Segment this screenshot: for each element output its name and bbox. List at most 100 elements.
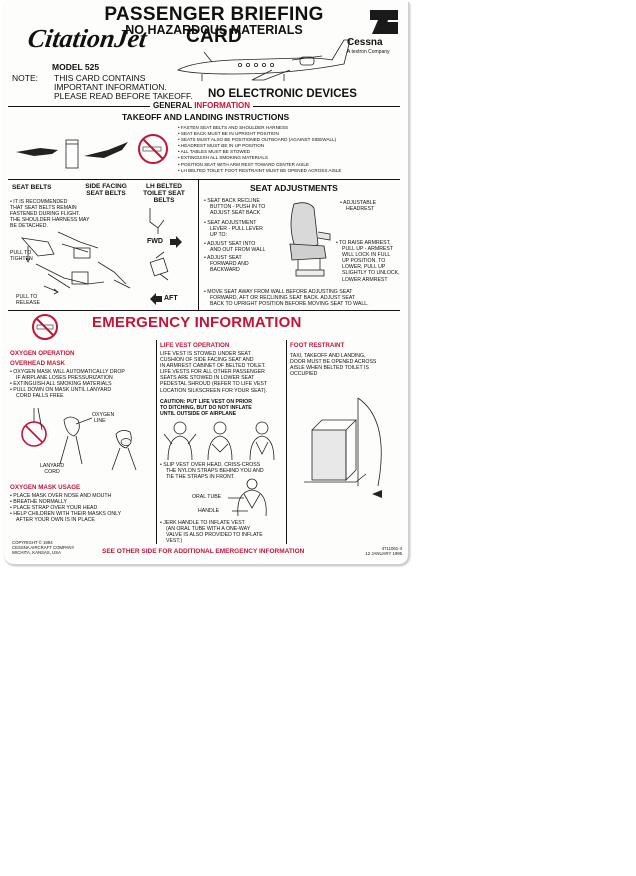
divider [286, 340, 287, 544]
list-item: SEAT BACK MUST BE IN UPRIGHT POSITION [178, 131, 341, 137]
text-line: BUTTON - PUSH IN TO [210, 204, 266, 211]
no-smoking-icon [138, 134, 168, 164]
no-electronic-devices-warning: NO ELECTRONIC DEVICES [208, 88, 357, 100]
headrest-label: • ADJUSTABLE HEADREST [340, 200, 377, 213]
oral-tube-label: ORAL TUBE [192, 494, 222, 500]
foot-restraint-illustration [304, 397, 382, 498]
general-label-part: GENERAL [153, 101, 192, 110]
text-line: PULL TO [16, 294, 38, 300]
text-line: OCCUPIED [290, 371, 318, 378]
brand-logo: CitationJet [26, 24, 149, 53]
text-line: LANYARD [40, 463, 65, 469]
life-vest-text: LIFE VEST IS STOWED UNDER SEAT CUSHION O… [160, 351, 286, 394]
text-line: FORWARD AND [210, 260, 249, 267]
text-line: COPYRIGHT © 1994 [12, 540, 53, 545]
text-line: (AN ORAL TUBE WITH A ONE-WAY [166, 526, 251, 533]
lh-belted-toilet-heading: LH BELTED TOILET SEAT BELTS [143, 183, 185, 204]
emergency-title: EMERGENCY INFORMATION [92, 314, 302, 331]
text-line: AND OUT FROM WALL [210, 246, 266, 253]
text-line: AFTER YOUR OWN IS IN PLACE [16, 517, 95, 524]
text-line: LIFE VESTS FOR ALL OTHER PASSENGER [160, 369, 265, 376]
text-line: PULL DOWN ON MASK UNTIL LANYARD [13, 387, 112, 394]
oxygen-mask-illustration [21, 407, 137, 471]
life-vest-jerk-instructions: • JERK HANDLE TO INFLATE VEST (AN ORAL T… [160, 520, 286, 544]
text-line: FORWARD, AFT OR RECLINING SEAT BACK. ADJ… [210, 295, 356, 302]
text-line: IT IS RECOMMENDED [13, 199, 68, 205]
text-line: SEATS ARE STOWED IN LOWER SEAT [160, 375, 255, 382]
overhead-mask-heading: OVERHEAD MASK [10, 360, 66, 367]
text-line: TO RAISE ARMREST, [339, 240, 391, 246]
takeoff-instructions-list: FASTEN SEAT BELTS AND SHOULDER HARNESS S… [178, 125, 342, 174]
text-line: CORD [44, 469, 60, 476]
text-line: PEDESTAL SHROUD (REFER TO LIFE VEST [160, 381, 268, 388]
text-line: THE NYLON STRAPS BEHIND YOU AND [166, 468, 264, 475]
revision-date: 12 JANUARY 1995 [365, 551, 402, 556]
list-item: ALL TABLES MUST BE STOWED [178, 149, 341, 155]
text-line: LOCATION SILKSCREEN FOR YOUR SEAT). [160, 387, 267, 394]
arrow-right-icon [170, 236, 182, 248]
handle-label: HANDLE [198, 508, 220, 514]
text-line: OXYGEN MASK WILL AUTOMATICALLY DROP [13, 369, 125, 375]
text-line: RELEASE [16, 300, 40, 307]
seat-illustration [289, 202, 331, 277]
text-line: FASTENED DURING FLIGHT. [10, 211, 81, 218]
list-item: LH BELTED TOILET: FOOT RESTRAINT MUST BE… [178, 168, 342, 174]
text-line: UP TO: [210, 232, 228, 239]
toilet-belt-illustration [149, 208, 169, 281]
fwd-label: FWD [147, 238, 163, 245]
life-vest-slip-instructions: • SLIP VEST OVER HEAD, CRISS-CROSS THE N… [160, 462, 286, 480]
text-line: WICHITA, KANSAS, USA [12, 550, 61, 555]
part-number-block: 4711061-4 12 JANUARY 1995 [354, 546, 402, 556]
text-line: BREATHE NORMALLY [13, 499, 67, 506]
card-title: PASSENGER BRIEFING CARD [104, 4, 324, 47]
text-line: CAUTION: PUT LIFE VEST ON PRIOR [160, 399, 252, 405]
text-line: WILL LOCK IN FULL [342, 252, 391, 259]
aft-label: AFT [164, 295, 178, 302]
armrest-instructions: • TO RAISE ARMREST, PULL UP - ARMREST WI… [336, 240, 400, 283]
note-line: PLEASE READ BEFORE TAKEOFF. [54, 91, 193, 101]
briefing-card: PASSENGER BRIEFING CARD NO HAZARDOUS MAT… [4, 2, 409, 565]
text-line: HELP CHILDREN WITH THEIR MASKS ONLY [13, 511, 122, 518]
text-line: LEVER - PULL LEVER [210, 226, 263, 233]
note-label: NOTE: [12, 73, 38, 83]
cessna-logo-icon [370, 10, 398, 34]
text-line: LOWER, PULL UP [342, 264, 386, 271]
oxygen-line-label: OXYGEN LINE [92, 412, 114, 424]
life-vest-inflated-illustration [228, 478, 267, 517]
list-item: SEATS MUST ALSO BE POSITIONED OUTBOARD (… [178, 137, 341, 143]
text-line: ADJUSTABLE [342, 200, 377, 206]
general-info-label: GENERAL INFORMATION [150, 101, 254, 110]
card-subtitle: NO HAZARDOUS MATERIALS [125, 23, 303, 37]
life-vest-donning-illustration [163, 421, 275, 461]
text-line: ADJUST SEAT [206, 254, 242, 261]
text-line: IF AIRPLANE LOSES PRESSURIZATION [16, 375, 113, 382]
seat-adjustments-heading: SEAT ADJUSTMENTS [250, 183, 338, 193]
text-line: SLIGHTLY TO UNLOCK, [342, 270, 400, 277]
manufacturer-tagline: A textron Company [347, 49, 390, 55]
text-line: AISLE WHEN BELTED TOILET IS [290, 365, 369, 372]
list-item: POSITION SEAT WITH ARM REST TOWARD CENTE… [178, 162, 341, 168]
oxygen-operation-heading: OXYGEN OPERATION [10, 350, 75, 357]
pull-to-release-label: PULL TO RELEASE [16, 294, 40, 306]
list-item: EXTINGUISH ALL SMOKING MATERIALS [178, 155, 341, 161]
text-line: LIFE VEST IS STOWED UNDER SEAT [160, 351, 251, 357]
takeoff-landing-icon [16, 139, 128, 169]
text-line: CUSHION OF SIDE FACING SEAT AND [160, 357, 254, 364]
list-item: HEADREST MUST BE IN UP POSITION [178, 143, 341, 149]
text-line: PLACE MASK OVER NOSE AND MOUTH [13, 493, 112, 499]
text-line: TO DITCHING, BUT DO NOT INFLATE [160, 405, 252, 412]
oxygen-instructions: • OXYGEN MASK WILL AUTOMATICALLY DROP IF… [10, 369, 154, 399]
text-line: LINE [94, 418, 106, 425]
text-line: TIGHTEN [10, 256, 33, 263]
move-seat-note: • MOVE SEAT AWAY FROM WALL BEFORE ADJUST… [204, 289, 369, 308]
text-line: PULL TO [10, 250, 32, 256]
life-vest-caution: CAUTION: PUT LIFE VEST ON PRIOR TO DITCH… [160, 399, 286, 417]
general-label-part: INFORMATION [194, 101, 251, 110]
text-line: UNTIL OUTSIDE OF AIRPLANE [160, 411, 237, 418]
seat-belts-heading: SEAT BELTS [12, 184, 52, 191]
note-line: THIS CARD CONTAINS [54, 73, 146, 83]
text-line: CESSNA AIRCRAFT COMPANY [12, 545, 75, 550]
text-line: IN ARMREST CABINET OF BELTED TOILET. [160, 363, 266, 370]
oxygen-mask-usage-heading: OXYGEN MASK USAGE [10, 484, 81, 491]
text-line: MOVE SEAT AWAY FROM WALL BEFORE ADJUSTIN… [207, 289, 353, 295]
